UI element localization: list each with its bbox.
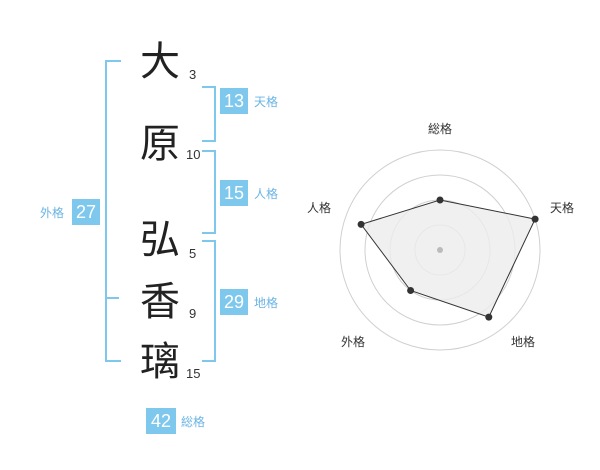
radar-point-5 — [357, 220, 365, 228]
radar-axis-label-chikaku: 地格 — [511, 335, 536, 349]
tenkaku-bracket — [202, 86, 216, 142]
gaikaku-bracket-tick — [105, 297, 119, 299]
name-char-2: 原 — [140, 121, 180, 167]
chikaku-label: 地格 — [254, 296, 279, 310]
stroke-count-4: 9 — [189, 306, 197, 321]
chikaku-bracket — [202, 240, 216, 362]
name-char-3: 弘 — [140, 217, 180, 263]
radar-point-1 — [436, 196, 444, 204]
jinkaku-bracket — [202, 150, 216, 234]
stroke-count-2: 10 — [186, 147, 201, 162]
name-char-4: 香 — [140, 279, 180, 325]
tenkaku-badge: 13 — [220, 88, 248, 114]
radar-point-4 — [407, 287, 415, 294]
jinkaku-label: 人格 — [254, 187, 279, 201]
radar-center-dot — [437, 247, 443, 253]
radar-point-3 — [485, 313, 493, 321]
radar-axis-label-gaikaku: 外格 — [341, 335, 366, 349]
radar-series-polygon — [360, 199, 536, 318]
chikaku-badge: 29 — [220, 289, 248, 315]
stroke-count-5: 15 — [186, 366, 201, 381]
radar-axis-label-soukaku: 総格 — [428, 122, 453, 136]
name-char-1: 大 — [140, 39, 180, 85]
gaikaku-label: 外格 — [40, 206, 65, 220]
radar-point-2 — [531, 215, 539, 223]
gaikaku-bracket — [105, 60, 121, 362]
jinkaku-badge: 15 — [220, 180, 248, 206]
gaikaku-badge: 27 — [72, 199, 100, 225]
soukaku-label: 総格 — [181, 415, 206, 429]
radar-axis-label-jinkaku: 人格 — [307, 201, 332, 215]
soukaku-badge: 42 — [146, 408, 176, 434]
tenkaku-label: 天格 — [254, 95, 279, 109]
radar-chart — [339, 149, 541, 351]
radar-grid-ring — [339, 149, 541, 351]
stroke-count-3: 5 — [189, 246, 197, 261]
name-char-5: 璃 — [140, 339, 180, 385]
radar-axis-label-tenkaku: 天格 — [550, 201, 575, 215]
stroke-count-1: 3 — [189, 67, 197, 82]
